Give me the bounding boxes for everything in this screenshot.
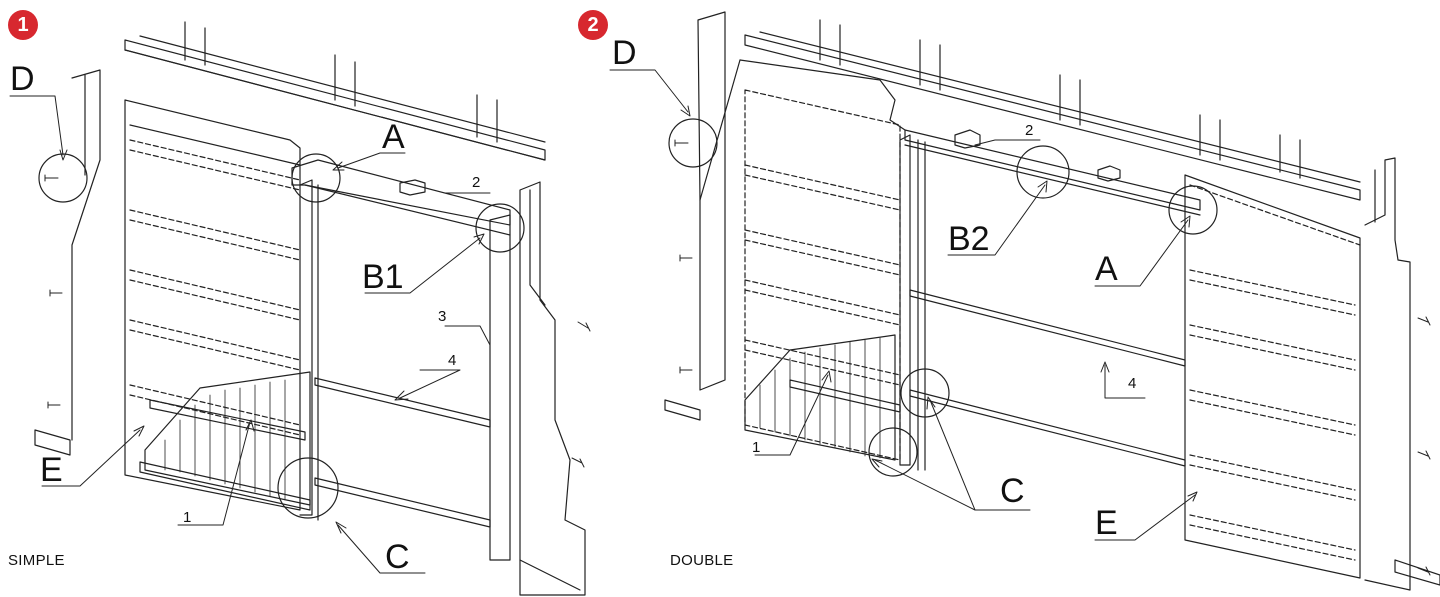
callout-e-simple: E — [40, 451, 63, 489]
door-reinforcement-double — [909, 289, 1186, 467]
panel-badge-2: 2 — [578, 10, 608, 40]
leader-lines-double — [609, 69, 1198, 541]
callout-c-simple: C — [385, 538, 410, 576]
door-reinforcement — [314, 377, 491, 528]
panel-simple — [9, 21, 591, 596]
callout-d-simple: D — [10, 60, 35, 98]
left-wall — [34, 69, 101, 456]
label-2-double: 2 — [1025, 122, 1034, 139]
sliding-track — [291, 159, 511, 236]
label-4-double: 4 — [1128, 375, 1137, 392]
right-pocket — [1184, 174, 1361, 579]
panel-caption-simple: SIMPLE — [8, 552, 65, 569]
ceiling-rail — [124, 21, 546, 161]
leader-lines — [9, 95, 491, 574]
door-jamb — [299, 179, 319, 521]
callout-d-double: D — [612, 34, 637, 72]
label-4-simple: 4 — [448, 352, 457, 369]
screw-icons-double — [674, 139, 1431, 576]
panel-double — [609, 11, 1440, 591]
sliding-track-double — [904, 129, 1201, 216]
pocket-cassette — [124, 99, 311, 511]
left-pocket — [744, 89, 901, 461]
label-1-double: 1 — [752, 439, 761, 456]
label-3-simple: 3 — [438, 308, 447, 325]
callout-e-double: E — [1095, 504, 1118, 542]
ceiling-rail-double — [744, 19, 1361, 201]
right-wall — [489, 181, 586, 596]
panel-caption-double: DOUBLE — [670, 552, 734, 569]
door-jamb-double — [899, 134, 926, 471]
callout-b2-double: B2 — [948, 220, 990, 258]
callout-c-double: C — [1000, 472, 1025, 510]
callout-a-double: A — [1095, 250, 1118, 288]
callout-b1-simple: B1 — [362, 258, 404, 296]
right-wall-double — [1364, 157, 1440, 591]
callout-a-simple: A — [382, 118, 405, 156]
label-2-simple: 2 — [472, 174, 481, 191]
screw-icons — [44, 174, 591, 468]
detail-circles — [38, 153, 525, 519]
detail-circles-double — [668, 118, 1218, 477]
label-1-simple: 1 — [183, 509, 192, 526]
panel-badge-1: 1 — [8, 10, 38, 40]
